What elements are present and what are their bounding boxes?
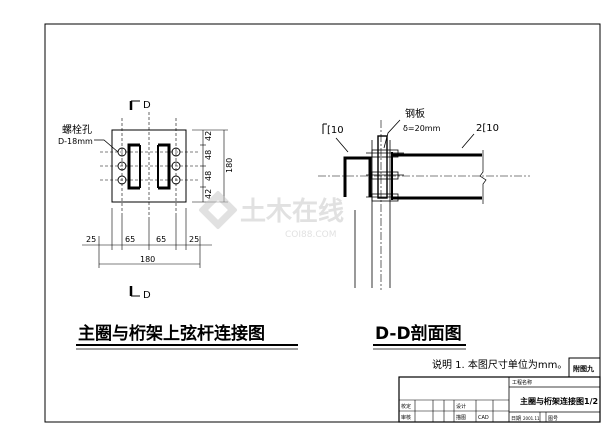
- left-view: D 螺栓孔 D-18mm: [58, 100, 298, 350]
- date-value: 2001.11: [523, 416, 540, 421]
- dim-right-1: 42: [204, 131, 213, 141]
- drawing-number: 附图九: [573, 364, 594, 373]
- dim-bottom-total: 180: [140, 255, 155, 264]
- bolt-hole-diameter: D-18mm: [58, 137, 93, 146]
- dim-bottom-4: 25: [189, 235, 199, 244]
- connection-plate: [111, 129, 187, 203]
- right-channel: [391, 152, 482, 200]
- plate-label: 钢板: [405, 107, 425, 120]
- watermark-sub: COI88.COM: [285, 230, 336, 240]
- dim-right-total: 180: [225, 158, 234, 173]
- design-label: 设计: [456, 403, 466, 410]
- steel-plate: [377, 135, 388, 199]
- watermark: 土木在线 COI88.COM: [199, 191, 344, 240]
- section-view-title: D-D剖面图: [375, 323, 462, 344]
- dim-right-3: 48: [204, 171, 213, 181]
- left-member-label: [10: [327, 125, 344, 136]
- drawing-title: 主圈与桁架连接图1/2: [520, 396, 598, 406]
- cad-label: CAD: [478, 415, 489, 421]
- right-member-label: 2[10: [476, 123, 499, 134]
- project-name-label: 工程名称: [512, 379, 532, 386]
- left-view-title: 主圈与桁架上弦杆连接图: [78, 323, 265, 344]
- date-label: 日期: [511, 416, 521, 422]
- section-mark-bottom: D: [143, 290, 151, 301]
- section-mark-top: D: [143, 100, 151, 111]
- draw-label: 描图: [456, 414, 466, 421]
- note-text: 说明 1. 本图尺寸单位为mm。: [432, 358, 567, 371]
- dim-right-4: 42: [204, 189, 213, 199]
- drawing-frame: [44, 23, 601, 423]
- title-block: [398, 357, 601, 423]
- dim-right-2: 48: [204, 150, 213, 160]
- check-label: 校定: [401, 403, 411, 410]
- watermark-text: 土木在线: [240, 197, 344, 227]
- dim-bottom-2: 65: [125, 235, 135, 244]
- review-label: 审核: [401, 414, 411, 421]
- bolt-hole-label: 螺栓孔: [62, 123, 92, 136]
- right-view: [10 钢板 δ=20mm 2[10: [318, 107, 530, 350]
- dim-bottom-1: 25: [86, 235, 96, 244]
- dim-bottom-3: 65: [156, 235, 166, 244]
- plate-thickness: δ=20mm: [403, 124, 441, 133]
- sheet-label: 图号: [548, 416, 558, 422]
- left-channel: [343, 156, 372, 197]
